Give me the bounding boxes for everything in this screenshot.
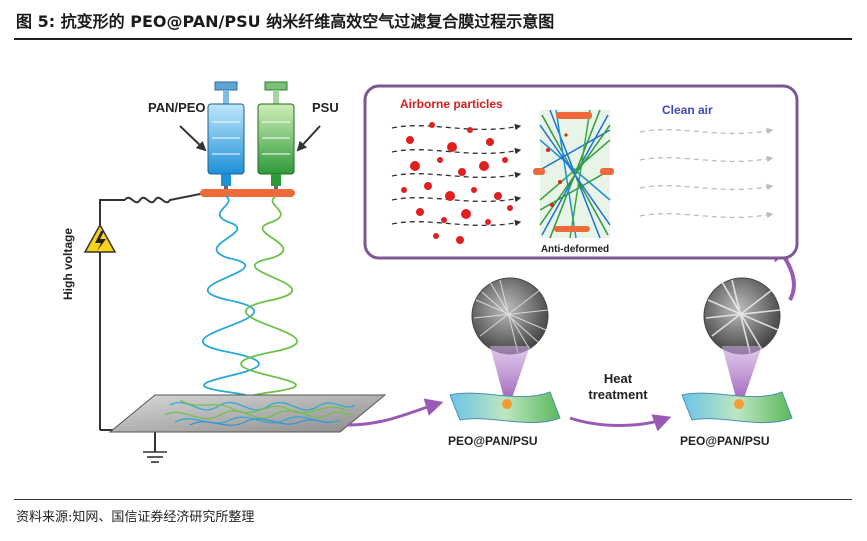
high-voltage-icon	[83, 223, 117, 253]
sem-image-1	[471, 277, 549, 355]
airborne-label: Airborne particles	[400, 97, 503, 111]
sem-image-2	[703, 277, 781, 355]
psu-syringe	[257, 81, 295, 194]
heat-label-line1: Heat	[604, 371, 633, 386]
fiber-mat	[164, 399, 356, 426]
anti-deformed-label: Anti-deformed	[541, 244, 609, 255]
airborne-particles	[401, 122, 513, 244]
source-note: 资料来源:知网、国信证券经济研究所整理	[16, 510, 255, 525]
zoom-cone-1	[490, 346, 530, 398]
clean-air-label: Clean air	[662, 103, 713, 117]
jet-green	[240, 195, 299, 413]
zoom-cone-2	[722, 346, 762, 398]
heat-label-line2: treatment	[588, 387, 648, 402]
needle-connector	[200, 189, 295, 197]
membrane-2-label: PEO@PAN/PSU	[680, 434, 770, 448]
membrane-1-highlight	[502, 399, 512, 409]
airflow-arrows-dirty	[391, 123, 522, 227]
jet-blue	[201, 195, 260, 413]
high-voltage-label: High voltage	[61, 228, 75, 300]
membrane-1-label: PEO@PAN/PSU	[448, 434, 538, 448]
filter-membrane-block	[533, 109, 614, 239]
pan-peo-syringe	[207, 81, 245, 194]
source-rule	[14, 499, 852, 500]
psu-label: PSU	[312, 100, 339, 115]
ground-icon	[143, 451, 167, 463]
membrane-2-highlight	[734, 399, 744, 409]
psu-pointer	[296, 125, 321, 152]
pan-peo-pointer	[179, 125, 207, 152]
process-arrow-2	[569, 414, 672, 432]
airflow-arrows-clean	[639, 127, 774, 219]
title-rule	[14, 38, 852, 40]
figure-title: 图 5: 抗变形的 PEO@PAN/PSU 纳米纤维高效空气过滤复合膜过程示意图	[16, 12, 555, 31]
pan-peo-label: PAN/PEO	[148, 100, 206, 115]
process-arrow-1	[347, 398, 444, 427]
